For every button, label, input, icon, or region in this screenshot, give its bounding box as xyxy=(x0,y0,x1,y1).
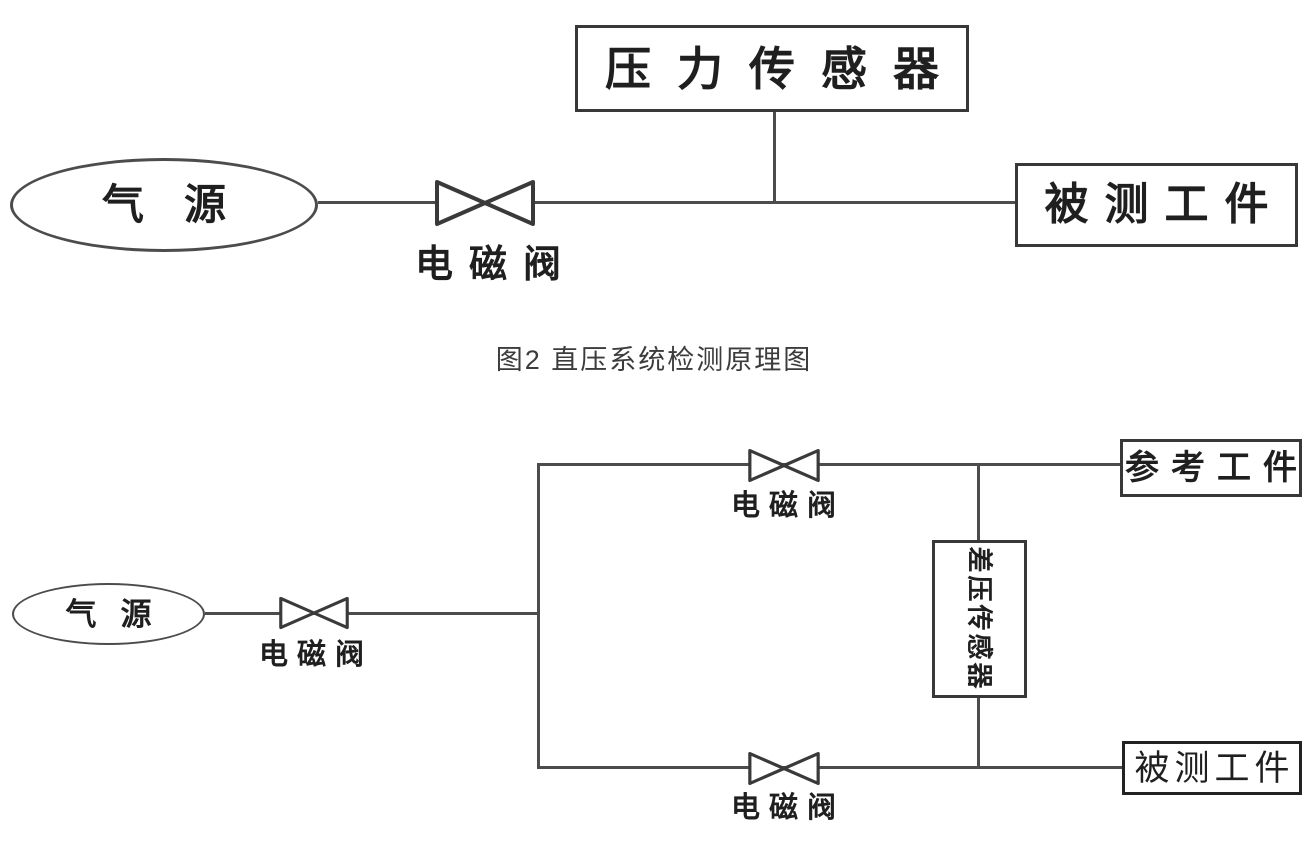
tested-workpiece-box: 被测工件 xyxy=(1015,163,1298,247)
solenoid-valve-label: 电磁阀 xyxy=(730,792,845,824)
reference-workpiece-box: 参考工件 xyxy=(1120,439,1302,497)
sensor-upper-tap-line xyxy=(977,465,980,543)
air-source-ellipse: 气源 xyxy=(10,158,318,252)
solenoid-valve-label: 电磁阀 xyxy=(730,490,845,522)
solenoid-valve-icon xyxy=(748,448,820,483)
figure-caption: 图2 直压系统检测原理图 xyxy=(495,345,813,375)
air-source-label: 气源 xyxy=(65,596,176,632)
differential-pressure-sensor-label: 差压传感器 xyxy=(964,546,995,692)
solenoid-valve-label: 电磁阀 xyxy=(258,639,373,671)
pressure-sensor-label: 压力传感器 xyxy=(605,42,965,95)
source-pipe-line xyxy=(205,612,540,615)
reference-workpiece-label: 参考工件 xyxy=(1125,449,1308,487)
branch-split-line xyxy=(537,463,540,769)
upper-branch-line xyxy=(537,463,1122,466)
solenoid-valve-icon xyxy=(279,596,349,630)
sensor-lower-tap-line xyxy=(977,695,980,769)
solenoid-valve-icon xyxy=(435,180,535,226)
solenoid-valve-label: 电磁阀 xyxy=(414,244,577,286)
tested-workpiece-label: 被测工件 xyxy=(1134,748,1295,788)
differential-pressure-sensor-box: 差压传感器 xyxy=(932,540,1027,698)
tested-workpiece-label: 被测工件 xyxy=(1044,180,1285,229)
solenoid-valve-icon xyxy=(748,751,820,786)
lower-branch-line xyxy=(537,766,1122,769)
air-source-ellipse: 气源 xyxy=(12,583,205,645)
pressure-sensor-box: 压力传感器 xyxy=(575,25,969,112)
air-source-label: 气源 xyxy=(101,181,266,228)
tested-workpiece-box: 被测工件 xyxy=(1122,741,1302,795)
sensor-tap-line xyxy=(773,112,776,202)
main-pipe-line xyxy=(318,201,1016,204)
